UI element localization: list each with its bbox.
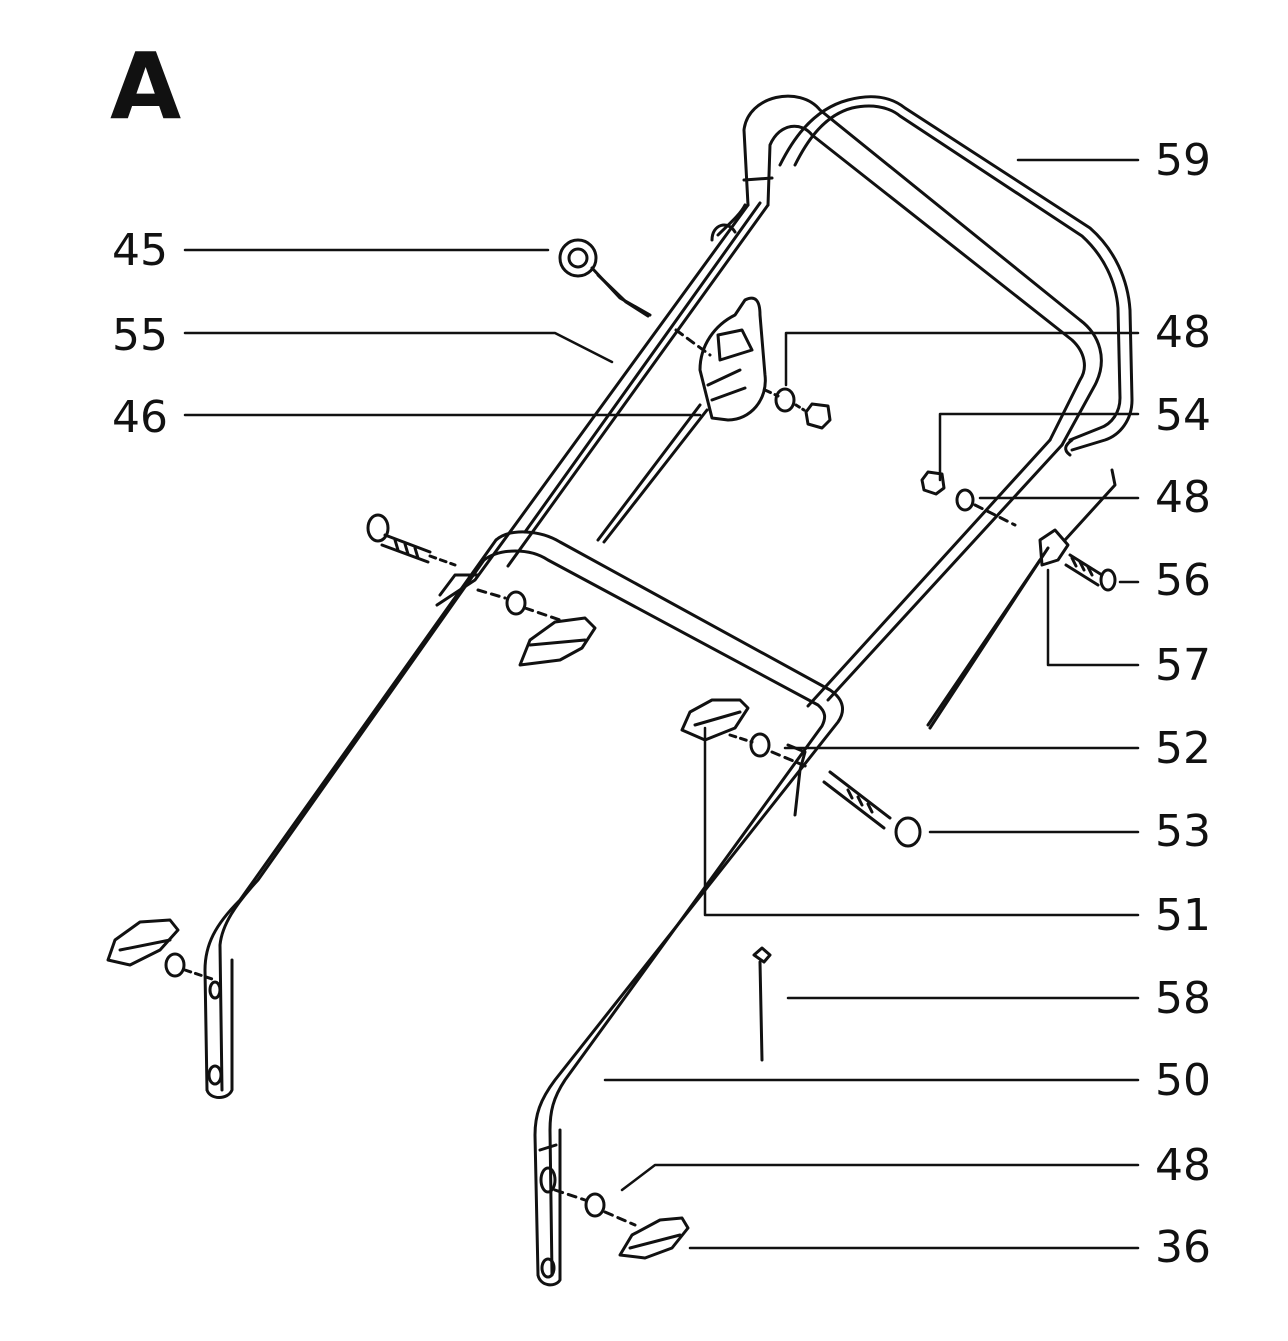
- bolt-left: [366, 513, 457, 567]
- pin-part: [752, 946, 772, 1062]
- callout-51: 51: [1155, 890, 1211, 941]
- knob-lower-left: [106, 918, 217, 982]
- callout-54: 54: [1155, 390, 1211, 441]
- callout-55: 55: [112, 310, 168, 361]
- knob-upper-left: [476, 588, 597, 667]
- callout-46: 46: [112, 392, 168, 443]
- callout-59: 59: [1155, 135, 1211, 186]
- hook-part: [558, 238, 652, 318]
- cable-clip: [926, 468, 1117, 730]
- callout-48-upper: 48: [1155, 307, 1211, 358]
- lower-handle-frame: [203, 530, 844, 1287]
- callout-56: 56: [1155, 555, 1211, 606]
- callout-50: 50: [1155, 1055, 1211, 1106]
- callout-36: 36: [1155, 1222, 1211, 1273]
- callout-labels: 59 45 55 48 46 54 48 56 57 52 53 51 58 5…: [112, 135, 1211, 1273]
- bolt-right: [1064, 553, 1117, 592]
- upper-handle-frame: [435, 94, 1103, 708]
- knob-middle: [680, 698, 812, 770]
- callout-53: 53: [1155, 806, 1211, 857]
- callout-48-lower: 48: [1155, 1140, 1211, 1191]
- control-lever: [596, 296, 767, 544]
- bolt-middle: [822, 770, 922, 848]
- knob-lower-right: [553, 1188, 690, 1260]
- callout-52: 52: [1155, 723, 1211, 774]
- callout-48-middle: 48: [1155, 472, 1211, 523]
- callout-57: 57: [1155, 640, 1211, 691]
- washer-nut-right: [920, 470, 1017, 527]
- leader-lines: [183, 158, 1140, 1250]
- callout-45: 45: [112, 225, 168, 276]
- panel-letter: A: [110, 33, 181, 140]
- washer-nut-upper: [763, 387, 832, 430]
- callout-58: 58: [1155, 973, 1211, 1024]
